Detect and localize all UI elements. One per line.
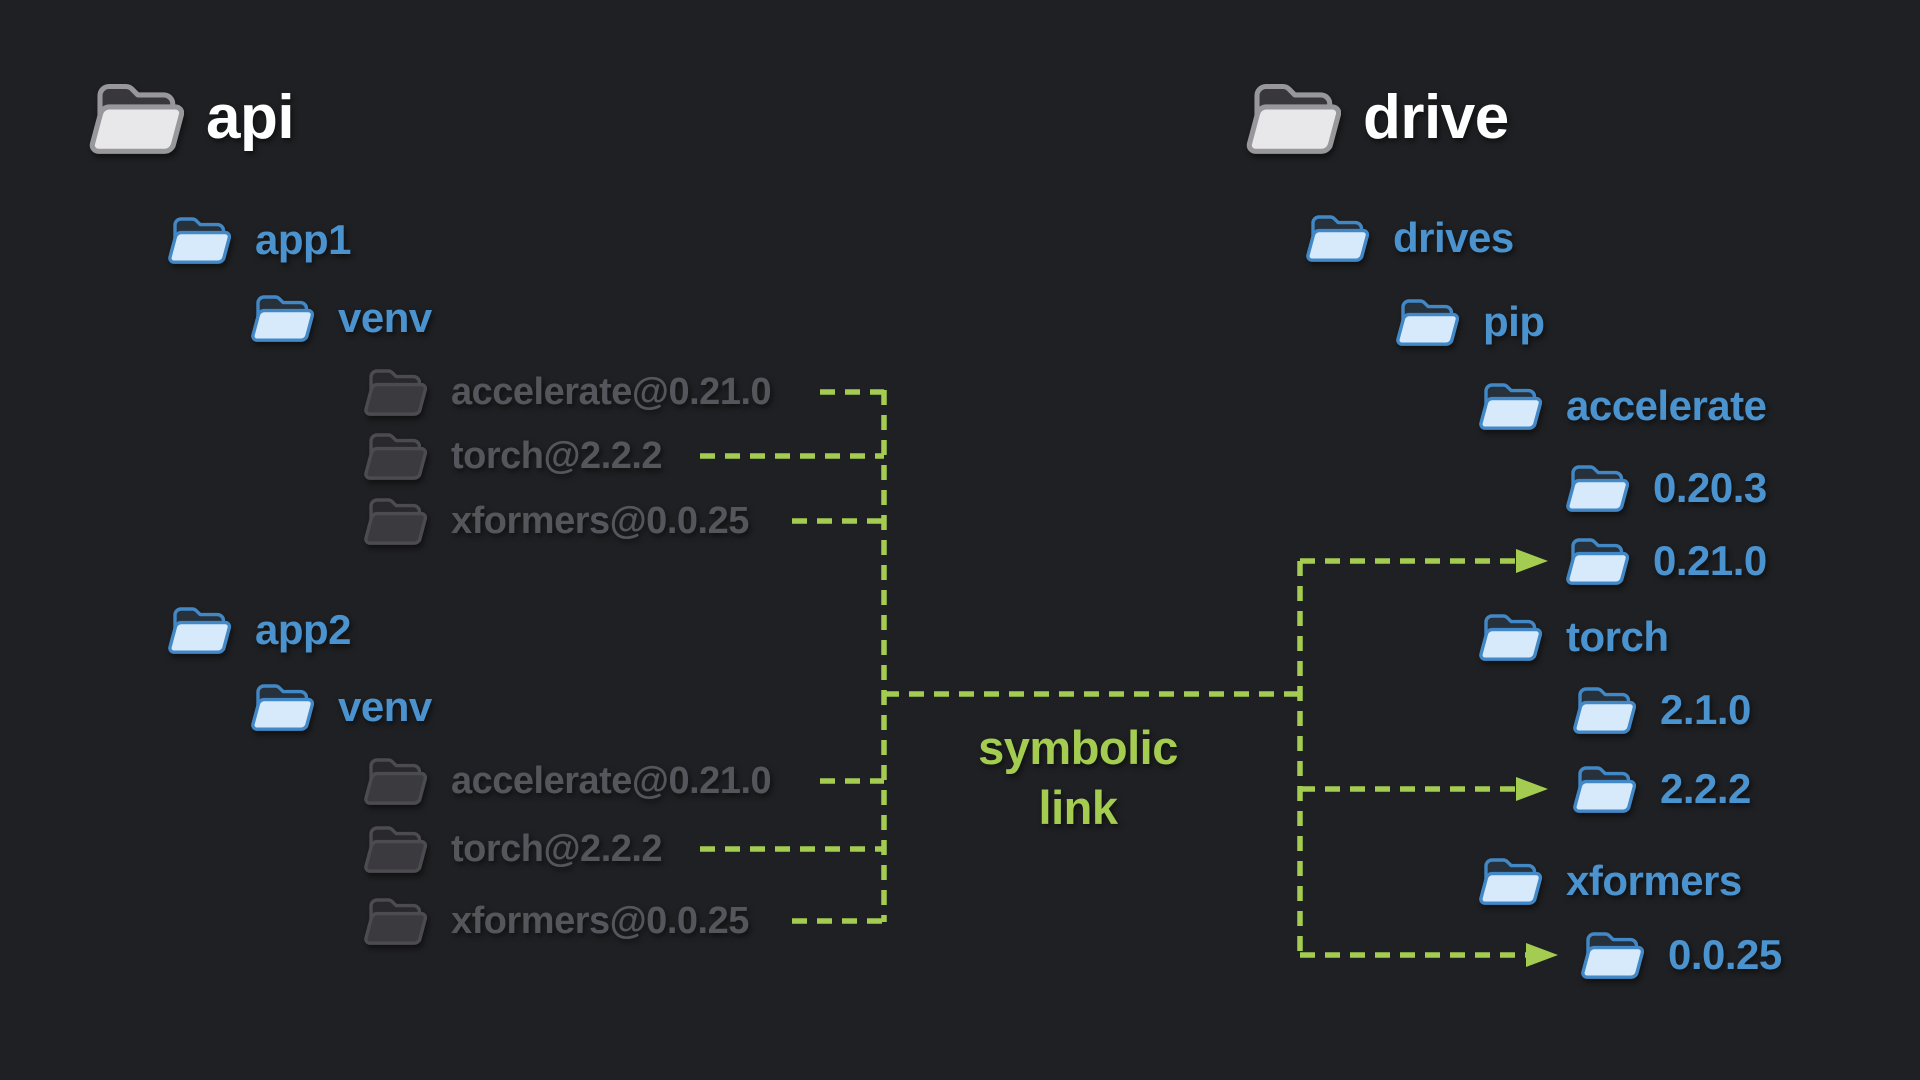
tree-node-torch-2-2-2: 2.2.2 xyxy=(1572,763,1751,815)
symbolic-link-label: symbolic link xyxy=(978,718,1178,838)
tree-node-app2-venv: venv xyxy=(250,681,432,733)
open-folder-icon xyxy=(1478,611,1542,663)
open-folder-icon xyxy=(363,366,427,418)
symbolic-link-label-line2: link xyxy=(1038,781,1118,834)
open-folder-icon xyxy=(1245,79,1341,157)
open-folder-icon xyxy=(1565,535,1629,587)
folder-label: 2.2.2 xyxy=(1660,765,1751,812)
tree-node-accelerate-0-20-3: 0.20.3 xyxy=(1565,462,1767,514)
open-folder-icon xyxy=(1565,462,1629,514)
folder-label: 0.20.3 xyxy=(1653,464,1767,511)
open-folder-icon xyxy=(363,430,427,482)
open-folder-icon xyxy=(1572,684,1636,736)
folder-label: 2.1.0 xyxy=(1660,686,1751,733)
tree-node-torch-2-1-0: 2.1.0 xyxy=(1572,684,1751,736)
tree-node-app1-xformers: xformers@0.0.25 xyxy=(363,495,749,547)
folder-label: 0.0.25 xyxy=(1668,931,1782,978)
tree-node-pip-torch: torch xyxy=(1478,611,1669,663)
open-folder-icon xyxy=(1580,929,1644,981)
folder-label: accelerate@0.21.0 xyxy=(451,371,772,413)
open-folder-icon xyxy=(88,79,184,157)
folder-label: accelerate@0.21.0 xyxy=(451,760,772,802)
tree-node-app2: app2 xyxy=(167,604,352,656)
arrow-accelerate-0-21-0-head xyxy=(1516,549,1548,573)
tree-node-drive: drive xyxy=(1245,79,1509,157)
tree-node-xformers-0-0-25: 0.0.25 xyxy=(1580,929,1782,981)
symbolic-link-label-line1: symbolic xyxy=(978,720,1178,774)
folder-label: venv xyxy=(338,683,432,730)
open-folder-icon xyxy=(363,823,427,875)
tree-node-app1-torch: torch@2.2.2 xyxy=(363,430,663,482)
open-folder-icon xyxy=(1478,380,1542,432)
open-folder-icon xyxy=(250,681,314,733)
tree-node-api: api xyxy=(88,79,295,157)
folder-label: pip xyxy=(1483,298,1545,345)
folder-label: venv xyxy=(338,294,432,341)
open-folder-icon xyxy=(1572,763,1636,815)
arrow-xformers-0-0-25-head xyxy=(1526,943,1558,967)
tree-node-app2-xformers: xformers@0.0.25 xyxy=(363,895,749,947)
folder-label: xformers@0.0.25 xyxy=(451,500,749,542)
folder-label: drive xyxy=(1363,83,1509,152)
tree-node-app1-venv: venv xyxy=(250,292,432,344)
tree-node-app1: app1 xyxy=(167,214,352,266)
folder-label: api xyxy=(206,83,295,152)
tree-node-drives: drives xyxy=(1305,212,1514,264)
open-folder-icon xyxy=(363,755,427,807)
arrow-torch-2-2-2-head xyxy=(1516,777,1548,801)
folder-label: accelerate xyxy=(1566,382,1767,429)
folder-label: app2 xyxy=(255,606,352,653)
folder-label: torch@2.2.2 xyxy=(451,435,663,477)
open-folder-icon xyxy=(363,495,427,547)
open-folder-icon xyxy=(167,604,231,656)
open-folder-icon xyxy=(167,214,231,266)
folder-label: xformers xyxy=(1566,857,1742,904)
open-folder-icon xyxy=(1395,296,1459,348)
tree-node-accelerate-0-21-0: 0.21.0 xyxy=(1565,535,1767,587)
open-folder-icon xyxy=(1305,212,1369,264)
folder-label: app1 xyxy=(255,216,352,263)
folder-label: xformers@0.0.25 xyxy=(451,900,749,942)
open-folder-icon xyxy=(363,895,427,947)
tree-node-pip: pip xyxy=(1395,296,1545,348)
tree-node-app2-torch: torch@2.2.2 xyxy=(363,823,663,875)
folder-label: 0.21.0 xyxy=(1653,537,1767,584)
tree-node-pip-xformers: xformers xyxy=(1478,855,1742,907)
tree-node-pip-accelerate: accelerate xyxy=(1478,380,1767,432)
open-folder-icon xyxy=(1478,855,1542,907)
tree-node-app1-accelerate: accelerate@0.21.0 xyxy=(363,366,772,418)
open-folder-icon xyxy=(250,292,314,344)
tree-node-app2-accelerate: accelerate@0.21.0 xyxy=(363,755,772,807)
folder-label: torch@2.2.2 xyxy=(451,828,663,870)
folder-label: torch xyxy=(1566,613,1669,660)
folder-label: drives xyxy=(1393,214,1514,261)
